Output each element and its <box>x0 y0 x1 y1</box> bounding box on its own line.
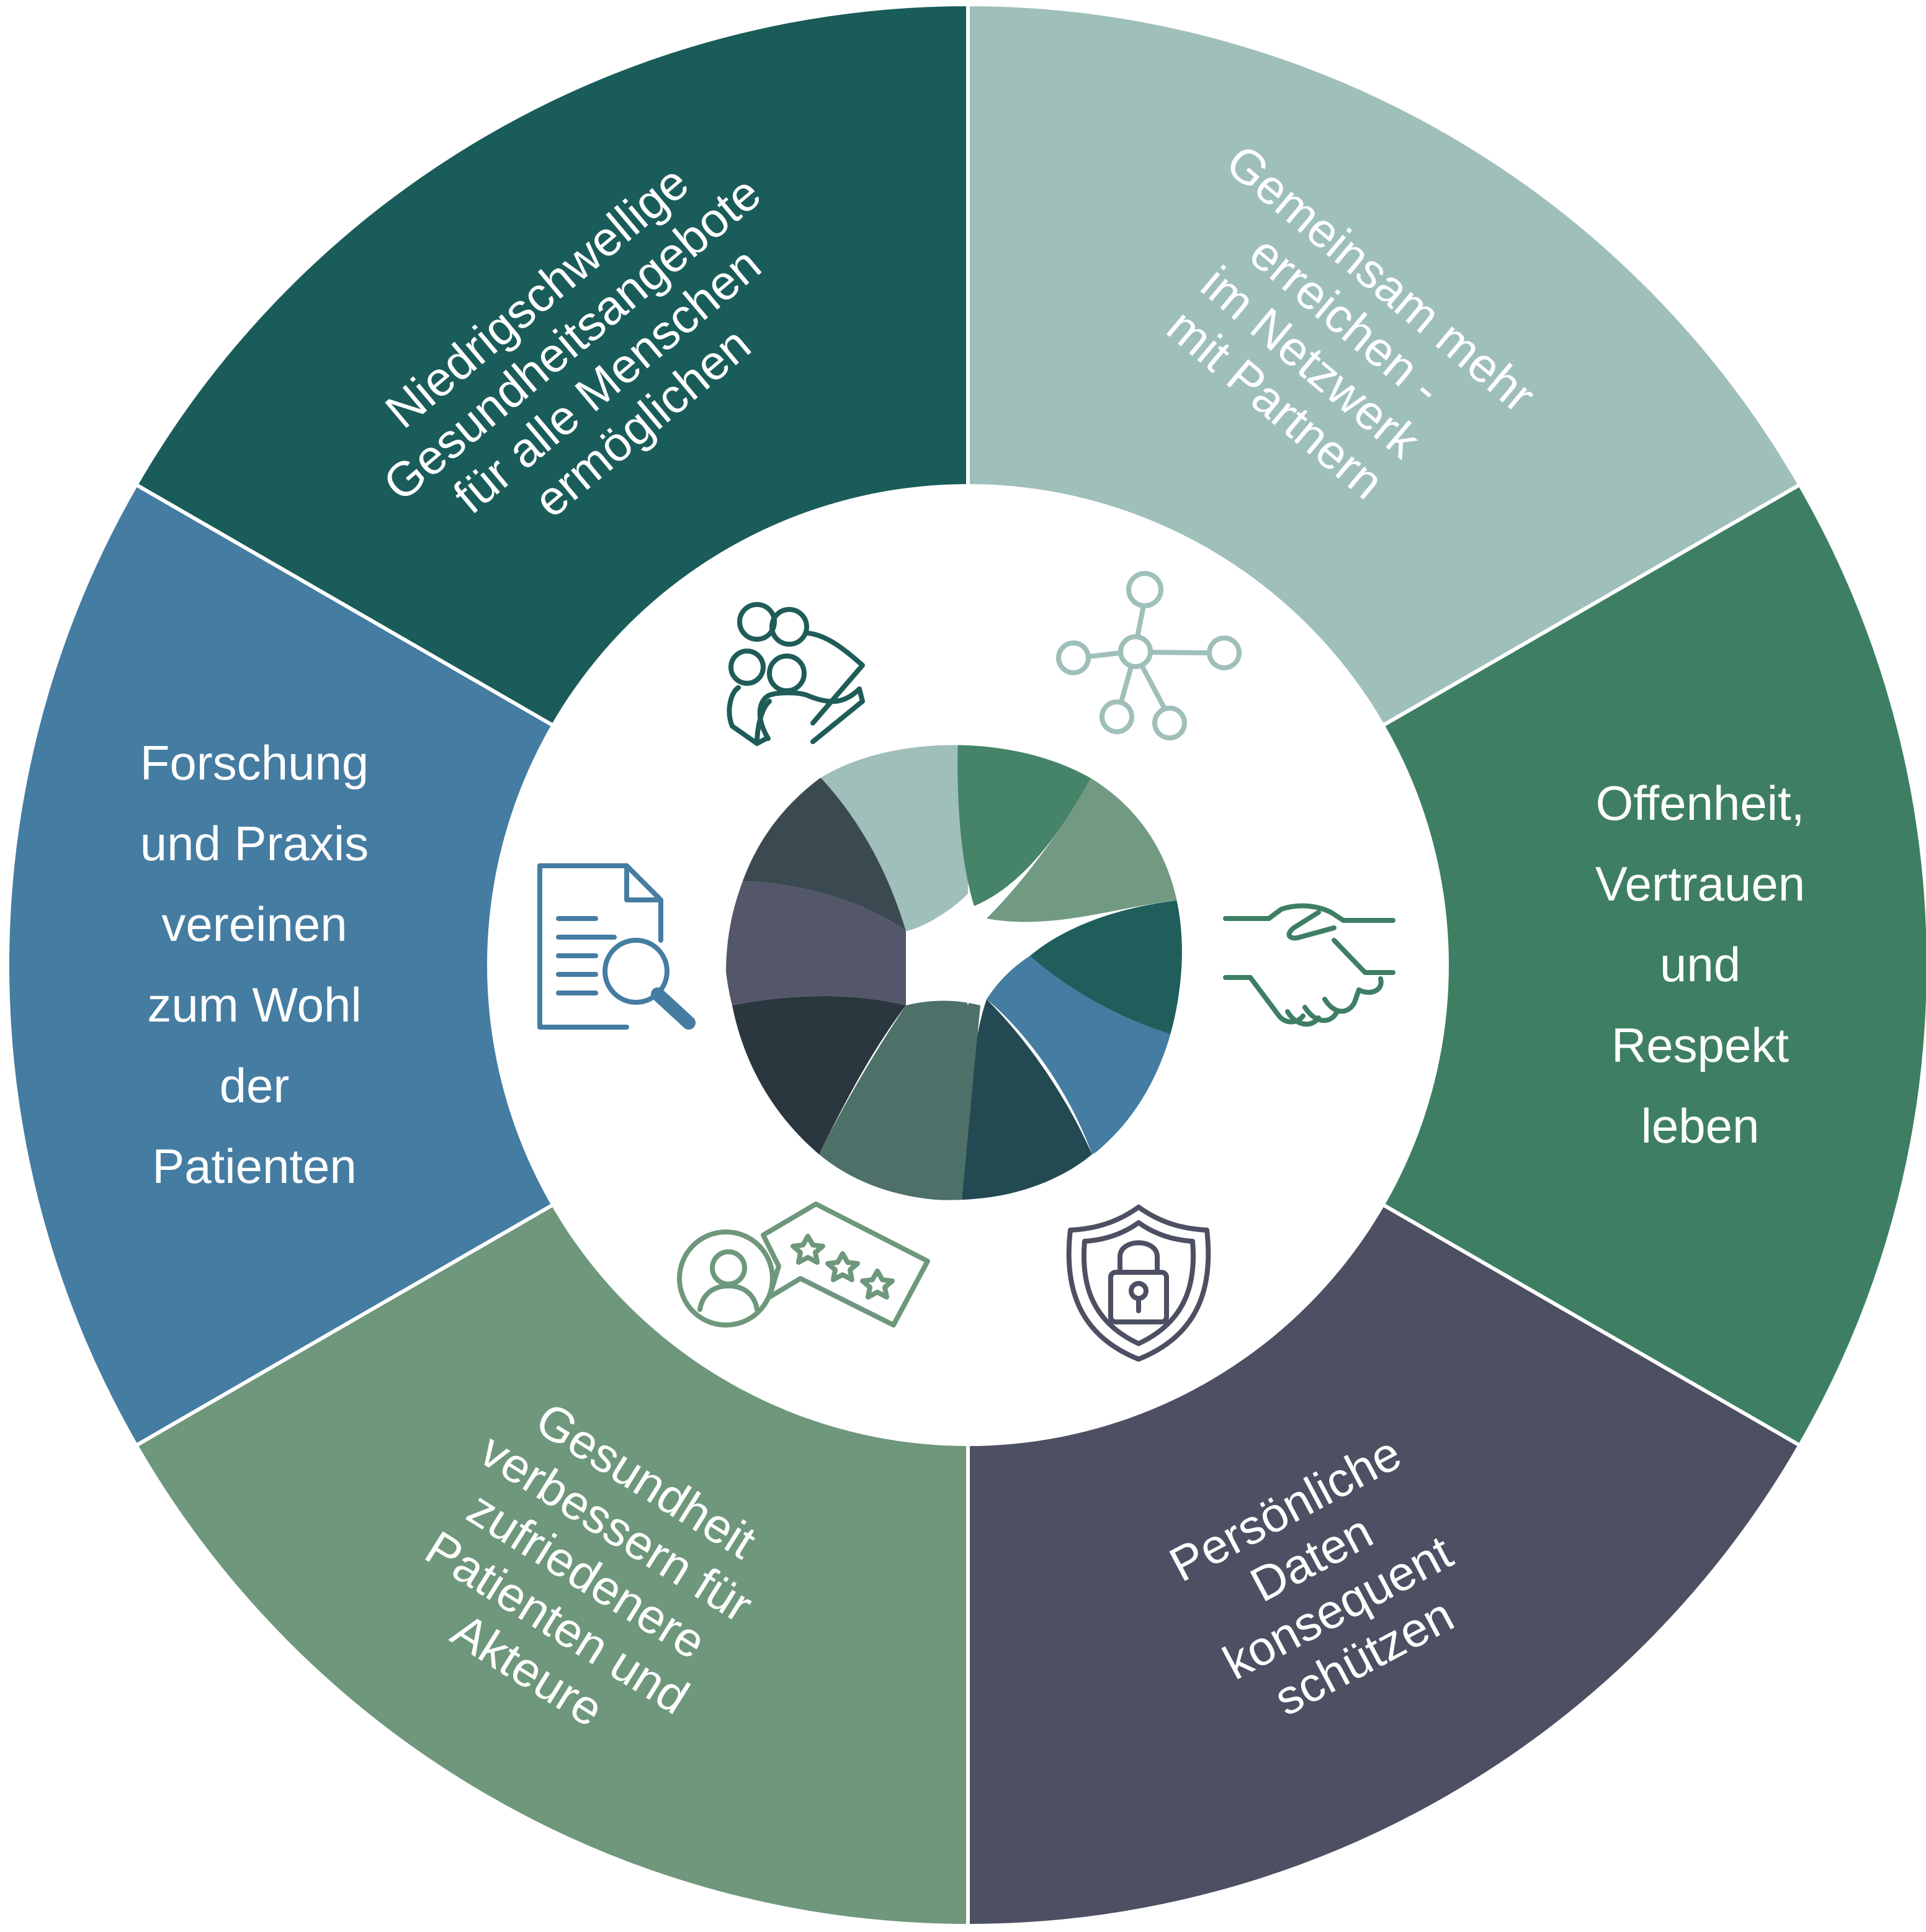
shield-lock-icon <box>1066 1205 1211 1362</box>
segment-label-line: vereinen <box>161 897 347 951</box>
segment-label-line: zum Wohl <box>147 977 361 1032</box>
segment-label-line: der <box>220 1058 290 1113</box>
people-group-icon <box>727 602 865 746</box>
logo-petal-5 <box>987 956 1179 1154</box>
segment-label-line: und <box>1660 937 1740 992</box>
center-logo <box>726 745 1182 1200</box>
logo-petal-8 <box>732 996 906 1154</box>
wheel-segments: NiedrigschwelligeGesundheitsangebotefür … <box>6 2 1926 1928</box>
segment-label-line: leben <box>1641 1099 1760 1153</box>
logo-petal-6 <box>962 999 1092 1200</box>
network-icon <box>1056 571 1242 740</box>
logo-petal-1 <box>813 745 968 931</box>
logo-petal-4 <box>1030 900 1182 1036</box>
logo-petal-2 <box>957 745 1092 906</box>
logo-center-spark <box>928 919 1008 1005</box>
review-chat-icon <box>677 1202 930 1328</box>
logo-petal-9 <box>726 881 906 1005</box>
segment-label-line: Offenheit, <box>1596 776 1805 830</box>
segment-label-line: und Praxis <box>140 816 369 871</box>
handshake-icon <box>1223 903 1395 1027</box>
segment-label-line: Patienten <box>152 1139 357 1193</box>
logo-petal-7 <box>819 1000 980 1200</box>
segment-label-line: Respekt <box>1611 1018 1789 1072</box>
segment-label-line: Forschung <box>140 735 369 790</box>
document-search-icon <box>537 863 696 1030</box>
segment-label-line: Vertrauen <box>1595 856 1805 911</box>
